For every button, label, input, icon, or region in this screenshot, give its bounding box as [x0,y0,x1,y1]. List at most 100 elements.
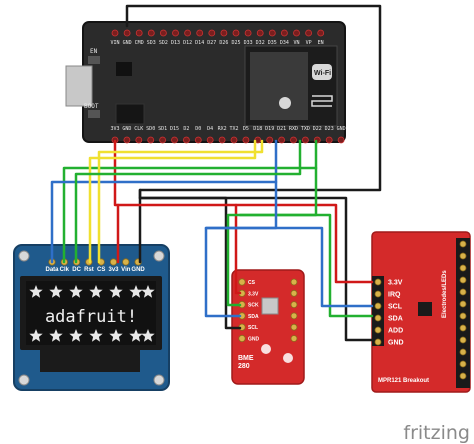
mpr-subtitle: Electrodes/LEDs [442,270,448,318]
esp-bottom-pin-gnd[interactable] [337,136,345,144]
mpr-pin-add[interactable] [374,326,382,334]
mpr-electrode-pin[interactable] [459,252,467,260]
esp-bottom-pin-sd0[interactable] [147,136,155,144]
oled-pin-label: 3v3 [108,267,119,273]
mpr-pin-gnd[interactable] [374,338,382,346]
bme-right-pad[interactable] [290,312,298,320]
oled-pin-vin[interactable] [122,258,130,266]
esp-top-pin-vp[interactable] [305,29,313,37]
mpr-electrode-pin[interactable] [459,312,467,320]
esp-bottom-pin-d15[interactable] [171,136,178,144]
esp-bottom-pin-d23[interactable] [325,136,333,144]
wire-green-clk[interactable] [74,139,302,264]
esp-top-pin-d27[interactable] [208,29,216,37]
mpr-electrode-pin[interactable] [459,300,467,308]
esp-bottom-pin-clk[interactable] [135,136,143,144]
mpr-pin-3.3v[interactable] [374,278,382,286]
mpr-pin-irq[interactable] [374,290,382,298]
bme-right-pad[interactable] [290,289,298,297]
esp-top-pin-label: VIN [110,40,119,46]
esp-top-pin-d13[interactable] [172,29,179,37]
esp-bottom-pin-d19[interactable] [266,136,274,144]
mpr-electrode-pin[interactable] [459,240,467,248]
adafruit-flower-icon [129,329,143,342]
wire-black-gnd-top[interactable] [125,4,382,264]
oled-pin-3v3[interactable] [109,258,118,266]
esp-top-pin-d35[interactable] [268,29,276,37]
wire-black-gnd-bme[interactable] [138,196,242,330]
wire-green-sda-mpr[interactable] [226,166,318,307]
oled-ribbon [40,350,140,372]
esp-top-pin-label: D14 [195,40,204,46]
wire-green-sda[interactable] [62,139,318,264]
wire-blue-scl[interactable] [50,139,278,264]
oled-pin-label: CS [97,267,105,273]
wire-red-3v3-mpr[interactable] [116,203,374,284]
mpr-electrode-pin[interactable] [459,348,467,356]
esp-top-pin-sd2[interactable] [159,29,167,37]
esp-top-pin-sd3[interactable] [147,29,155,37]
esp-bottom-pin-tx2[interactable] [230,136,238,144]
esp-top-pin-d32[interactable] [256,29,264,37]
esp-top-pin-vin[interactable] [111,29,119,37]
esp-bottom-pin-gnd[interactable] [123,136,131,144]
esp-bottom-pin-label: RXD [289,126,298,132]
mpr-electrode-pin[interactable] [459,276,467,284]
bme-right-pad[interactable] [290,335,298,342]
esp-bottom-pin-d4[interactable] [206,136,214,144]
mpr-pin-scl[interactable] [374,302,382,310]
esp-top-pin-cmd[interactable] [135,29,143,37]
gear-logo-icon [283,353,293,363]
fritzing-logo: fritzing [403,422,470,444]
wire-black-gnd-mpr[interactable] [138,188,374,342]
esp-top-pin-label: D25 [231,40,240,46]
esp-top-pin-d26[interactable] [220,29,228,37]
adafruit-flower-icon [69,285,83,298]
esp-bottom-pin-d5[interactable] [242,136,250,144]
esp-top-pin-d14[interactable] [196,29,204,37]
bme-right-pad[interactable] [290,301,298,309]
esp-bottom-pin-label: GND [337,126,346,132]
adafruit-flower-icon [109,285,123,298]
wire-yellow-dc[interactable] [97,139,264,264]
en-button[interactable] [88,56,100,64]
adafruit-flower-icon [129,285,143,298]
esp-bottom-pin-label: TXD [301,126,310,132]
esp-top-pin-en[interactable] [317,29,325,37]
bme-pin-gnd[interactable] [238,334,246,343]
esp-bottom-pin-txd[interactable] [301,136,309,144]
bme-right-pad[interactable] [290,323,298,331]
esp-bottom-pin-rxd[interactable] [290,136,297,144]
esp-top-pin-d25[interactable] [232,29,240,37]
esp-bottom-pin-rx2[interactable] [218,136,226,144]
esp-bottom-pin-label: D4 [207,126,213,132]
esp-top-pin-d34[interactable] [280,29,288,37]
mpr-header [372,276,384,346]
esp-bottom-pin-sd1[interactable] [159,136,167,144]
esp-top-pin-d33[interactable] [244,29,252,37]
esp-top-pin-label: D12 [183,40,192,46]
mpr-electrode-pin[interactable] [459,360,467,368]
esp-top-pin-vn[interactable] [293,29,300,37]
esp-bottom-pin-d21[interactable] [278,136,286,144]
wire-red-3v3-bme[interactable] [234,203,242,295]
mpr-electrode-pin[interactable] [459,288,467,296]
mpr-electrode-pin[interactable] [459,324,467,332]
esp-bottom-pin-d0[interactable] [194,136,202,144]
esp-top-pin-d12[interactable] [184,29,192,37]
esp-top-pin-gnd[interactable] [123,29,131,37]
bme-pin-cs[interactable] [238,278,246,286]
wire-green-sda-mpr2[interactable] [238,213,374,318]
mpr-electrode-pin[interactable] [459,336,467,344]
mpr-electrode-pin[interactable] [459,264,467,272]
bme-right-pad[interactable] [290,278,298,286]
boot-button[interactable] [88,110,100,118]
wire-blue-scl-mpr[interactable] [204,226,374,308]
esp-bottom-pin-d2[interactable] [182,136,190,144]
mpr-pin-sda[interactable] [374,314,382,322]
mpr-electrode-pin[interactable] [459,372,467,380]
mpr-pin-label: SDA [388,316,403,323]
wire-yellow-rst[interactable] [88,139,257,264]
esp-top-pin-label: VN [293,40,299,46]
